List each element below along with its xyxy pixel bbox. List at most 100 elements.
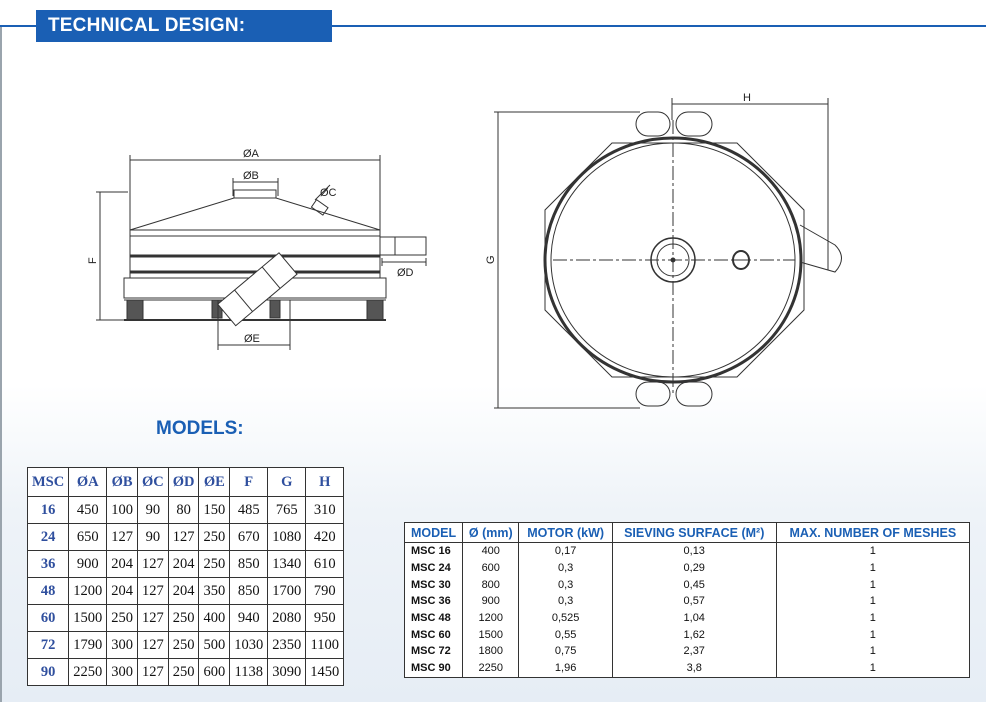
table-cell: 1500 [68, 604, 108, 632]
table-cell: MSC 60 [403, 626, 464, 644]
column-header: ØE [198, 467, 231, 497]
column-header: Ø (mm) [462, 522, 520, 543]
table-cell: 1 [775, 659, 971, 678]
table-cell: 250 [198, 523, 231, 551]
table-header-row: MODEL Ø (mm) MOTOR (kW) SIEVING SURFACE … [403, 522, 971, 543]
left-frame-line [0, 26, 2, 702]
dim-label-f: F [87, 257, 99, 264]
table-cell: 90 [136, 523, 169, 551]
table-cell: 0,3 [518, 559, 613, 577]
table-cell: 670 [229, 523, 269, 551]
header-rule [0, 25, 986, 27]
table-cell: 150 [198, 496, 231, 524]
column-header: MSC [26, 467, 70, 497]
dim-label-a: ØA [243, 148, 260, 160]
table-cell: MSC 30 [403, 576, 464, 594]
table-cell: 1450 [305, 658, 345, 686]
table-cell: 72 [26, 631, 70, 659]
table-cell: 0,17 [518, 542, 613, 560]
table-cell: 16 [26, 496, 70, 524]
table-cell: 850 [229, 577, 269, 605]
table-cell: MSC 90 [403, 659, 464, 678]
table-cell: 127 [167, 523, 200, 551]
dim-label-g: G [485, 255, 497, 264]
table-row: MSC 72 1800 0,75 2,37 1 [403, 643, 971, 660]
models-table: MODEL Ø (mm) MOTOR (kW) SIEVING SURFACE … [403, 522, 971, 678]
column-header: G [267, 467, 307, 497]
table-cell: 90 [136, 496, 169, 524]
table-cell: 400 [198, 604, 231, 632]
table-cell: 400 [462, 542, 520, 560]
table-cell: 0,57 [611, 593, 777, 610]
table-row: MSC 60 1500 0,55 1,62 1 [403, 626, 971, 644]
table-cell: 3,8 [611, 659, 777, 678]
table-cell: 204 [106, 550, 138, 578]
table-cell: 127 [106, 523, 138, 551]
table-cell: 1,04 [611, 609, 777, 627]
dim-label-b: ØB [243, 170, 259, 182]
table-cell: MSC 24 [403, 559, 464, 577]
table-cell: 650 [68, 523, 108, 551]
table-row: 48 1200 204 127 204 350 850 1700 790 [26, 577, 345, 605]
table-cell: 1,62 [611, 626, 777, 644]
table-row: MSC 30 800 0,3 0,45 1 [403, 576, 971, 594]
table-cell: 600 [462, 559, 520, 577]
table-cell: 1 [775, 593, 971, 610]
table-row: MSC 36 900 0,3 0,57 1 [403, 593, 971, 610]
table-cell: 1340 [267, 550, 307, 578]
table-cell: 900 [68, 550, 108, 578]
table-cell: 1,96 [518, 659, 613, 678]
table-row: 60 1500 250 127 250 400 940 2080 950 [26, 604, 345, 632]
table-cell: 1100 [305, 631, 345, 659]
table-cell: 0,45 [611, 576, 777, 594]
top-view-drawing [494, 98, 842, 409]
table-cell: MSC 72 [403, 643, 464, 660]
column-header: F [229, 467, 269, 497]
dimensions-table: MSC ØA ØB ØC ØD ØE F G H 16 450 100 90 8… [26, 467, 345, 686]
section-title: TECHNICAL DESIGN: [36, 10, 332, 42]
table-cell: 60 [26, 604, 70, 632]
table-cell: 2080 [267, 604, 307, 632]
table-cell: 800 [462, 576, 520, 594]
table-cell: 900 [462, 593, 520, 610]
table-cell: 90 [26, 658, 70, 686]
table-cell: 2350 [267, 631, 307, 659]
dim-label-e: ØE [244, 333, 260, 345]
dim-label-h: H [743, 92, 751, 104]
table-cell: 2,37 [611, 643, 777, 660]
table-cell: 48 [26, 577, 70, 605]
table-row: 72 1790 300 127 250 500 1030 2350 1100 [26, 631, 345, 659]
table-cell: 0,55 [518, 626, 613, 644]
column-header: SIEVING SURFACE (M²) [611, 522, 777, 543]
table-cell: 485 [229, 496, 269, 524]
dim-label-c: ØC [320, 187, 337, 199]
column-header: MAX. NUMBER OF MESHES [775, 522, 971, 543]
table-cell: 250 [167, 658, 200, 686]
table-cell: 127 [136, 550, 169, 578]
table-cell: 1030 [229, 631, 269, 659]
table-cell: MSC 36 [403, 593, 464, 610]
table-row: 24 650 127 90 127 250 670 1080 420 [26, 523, 345, 551]
table-cell: 1790 [68, 631, 108, 659]
column-header: H [305, 467, 345, 497]
table-cell: 790 [305, 577, 345, 605]
table-cell: 1 [775, 643, 971, 660]
table-cell: 36 [26, 550, 70, 578]
table-cell: MSC 16 [403, 542, 464, 560]
table-cell: 1200 [462, 609, 520, 627]
table-cell: 300 [106, 658, 138, 686]
table-cell: 950 [305, 604, 345, 632]
table-cell: 1 [775, 576, 971, 594]
column-header: MOTOR (kW) [518, 522, 613, 543]
table-cell: 610 [305, 550, 345, 578]
table-cell: 0,29 [611, 559, 777, 577]
column-header: ØA [68, 467, 108, 497]
column-header: MODEL [403, 522, 464, 543]
table-cell: 2250 [462, 659, 520, 678]
models-title: MODELS: [156, 418, 244, 439]
table-cell: 3090 [267, 658, 307, 686]
table-cell: 250 [106, 604, 138, 632]
table-cell: 127 [136, 658, 169, 686]
column-header: ØD [167, 467, 200, 497]
table-cell: MSC 48 [403, 609, 464, 627]
